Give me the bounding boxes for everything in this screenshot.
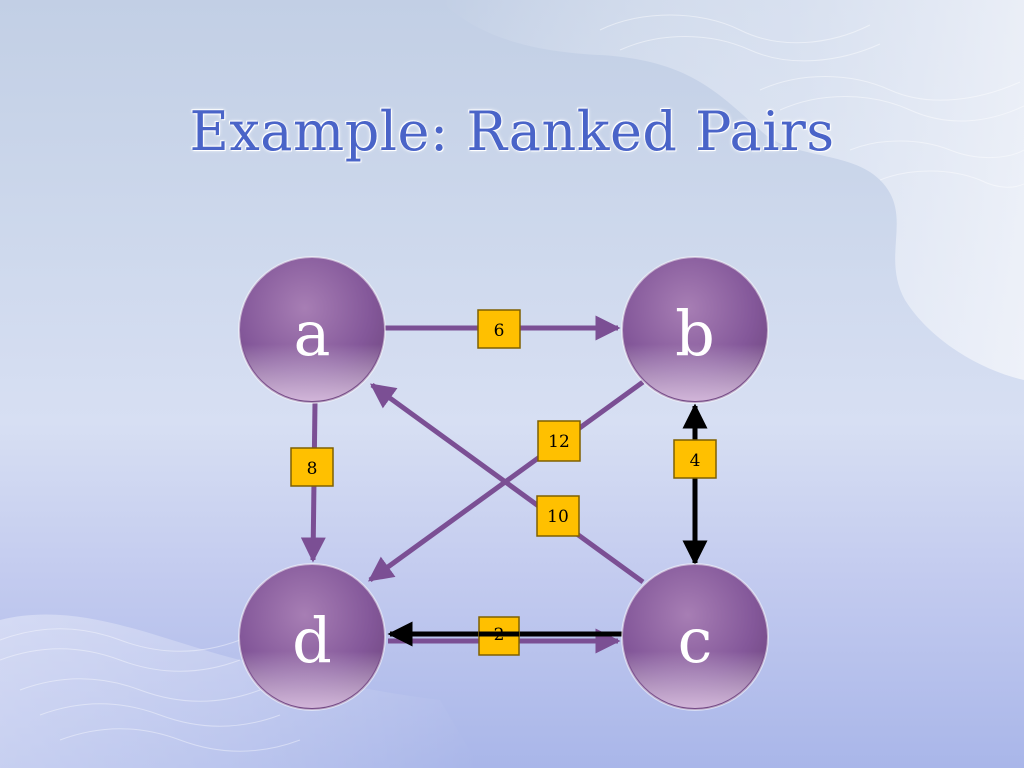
- weight-box-b-d: 12: [537, 420, 581, 462]
- node-d: d: [238, 563, 386, 711]
- weight-box-c-b: 4: [673, 439, 717, 479]
- slide-title: Example: Ranked Pairs: [189, 100, 835, 163]
- weight-box-a-d: 8: [290, 447, 334, 487]
- weight-label-a-b: 6: [494, 321, 505, 341]
- node-a-label: a: [294, 297, 331, 370]
- edge-c-a: [369, 382, 645, 585]
- weight-box-c-a: 10: [536, 495, 580, 537]
- weight-label-a-d: 8: [307, 459, 318, 479]
- node-b-label: b: [675, 297, 715, 370]
- node-d-label: d: [292, 604, 332, 677]
- weight-box-c-d: 2: [478, 616, 520, 656]
- node-c: c: [621, 563, 769, 711]
- node-c-label: c: [678, 604, 713, 677]
- weight-label-b-d: 12: [548, 432, 570, 452]
- node-b: b: [621, 256, 769, 404]
- weight-label-c-b: 4: [690, 451, 701, 471]
- weight-label-c-d: 2: [494, 625, 505, 645]
- node-a: a: [238, 256, 386, 404]
- weight-label-c-a: 10: [547, 507, 569, 527]
- weight-box-a-b: 6: [477, 309, 521, 349]
